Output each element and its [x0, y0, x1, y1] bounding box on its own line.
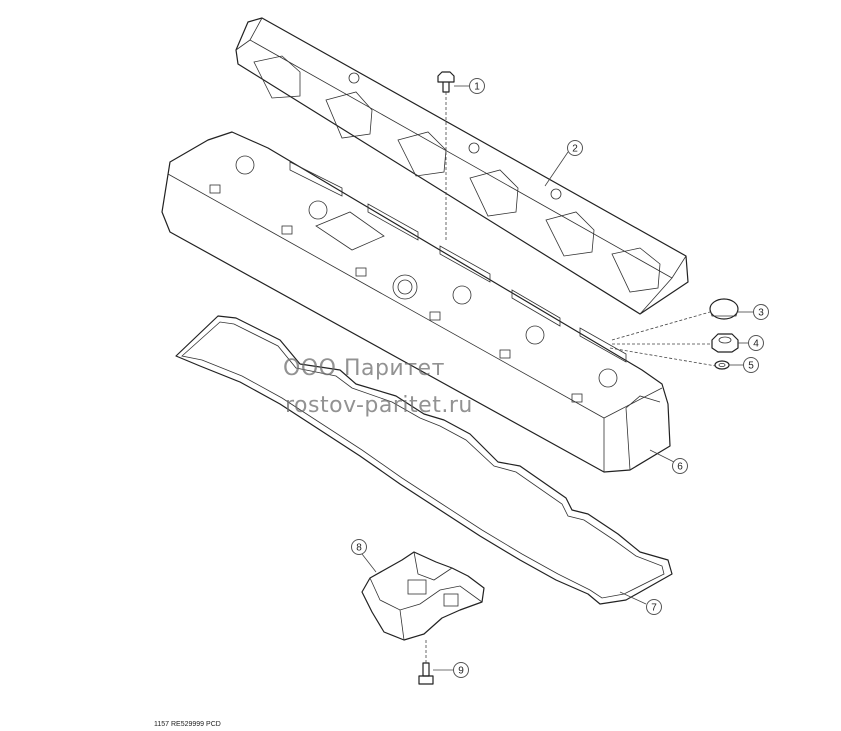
callout-3-label: 3	[758, 308, 764, 319]
callout-7: 7	[646, 599, 662, 615]
assembly-line-washer	[609, 347, 717, 367]
callout-8: 8	[351, 539, 367, 555]
callout-9-label: 9	[458, 666, 464, 677]
callout-5: 5	[743, 357, 759, 373]
callout-4-label: 4	[753, 339, 759, 350]
bolt-part-1	[437, 71, 455, 240]
cap-part-3	[709, 298, 739, 320]
watermark-company: ООО Паритет	[283, 356, 445, 381]
callout-2-label: 2	[572, 144, 578, 155]
callout-2: 2	[567, 140, 583, 156]
watermark-website: rostov-paritet.ru	[285, 393, 473, 418]
diagram-code: 1157 RE529999 PCD	[154, 721, 221, 728]
valve-cover-part-6	[161, 131, 671, 473]
assembly-line-cap	[611, 311, 711, 341]
bracket-part-8	[361, 551, 485, 641]
callout-1: 1	[469, 78, 485, 94]
callout-3: 3	[753, 304, 769, 320]
callout-1-label: 1	[474, 82, 480, 93]
nut-part-4	[711, 333, 739, 353]
screw-part-9	[418, 640, 434, 685]
callout-4: 4	[748, 335, 764, 351]
callout-6-label: 6	[677, 462, 683, 473]
upper-shield-part-2	[235, 17, 689, 315]
callout-7-label: 7	[651, 603, 657, 614]
callout-9: 9	[453, 662, 469, 678]
callout-5-label: 5	[748, 361, 754, 372]
gasket-part-7	[175, 315, 673, 605]
washer-part-5	[714, 360, 730, 370]
callout-6: 6	[672, 458, 688, 474]
callout-8-label: 8	[356, 543, 362, 554]
